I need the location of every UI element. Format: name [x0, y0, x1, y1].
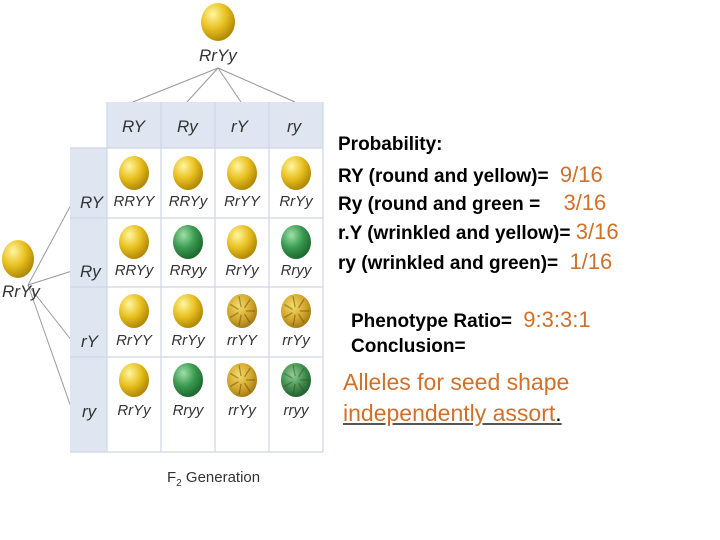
punnett-diagram [2, 3, 324, 453]
genotype-label: RRyy [169, 262, 207, 279]
parent-top-genotype: RrYy [199, 46, 237, 65]
seed-yellow-icon [119, 294, 149, 328]
gamete-top-3: rY [231, 117, 248, 136]
probability-row-ry-wrinkled-green: ry (wrinkled and green)= 1/16 [338, 249, 612, 275]
genotype-label: rrYY [227, 332, 257, 349]
seed-wrinkle-mark [229, 381, 239, 388]
seed-wrinkle-mark [283, 381, 293, 388]
gamete-left-1: RY [80, 193, 103, 212]
probability-row-ry-round-yellow: RY (round and yellow)= 9/16 [338, 162, 603, 188]
genotype-label: RrYY [116, 332, 152, 349]
genotype-label: RRYY [113, 193, 155, 210]
conclusion-text: Alleles for seed shape independently ass… [343, 367, 569, 429]
gamete-left-3: rY [81, 332, 98, 351]
genotype-label: rryy [283, 402, 309, 419]
grid-lines [70, 102, 324, 453]
conclusion-line-2-text: independently assort [343, 400, 556, 426]
gamete-left-4: ry [82, 402, 97, 421]
seed-wrinkled-yellow-icon [281, 294, 311, 328]
generation-suffix: Generation [181, 469, 261, 486]
genotype-label: rrYy [282, 332, 310, 349]
seed-wrinkle-mark [238, 314, 242, 326]
gamete-top-4: ry [287, 117, 302, 136]
parent-left-seed [2, 240, 34, 278]
gamete-header-col [70, 148, 107, 452]
seed-wrinkled-green-icon [281, 363, 311, 397]
probability-answer: 9/16 [559, 162, 603, 187]
probability-label: ry (wrinkled and green)= [338, 253, 559, 274]
genotype-label: RrYy [117, 402, 151, 419]
conclusion-period: . [555, 400, 562, 426]
probability-heading: Probability: [338, 134, 443, 155]
seed-wrinkle-mark [243, 313, 251, 324]
phenotype-ratio-answer: 9:3:3:1 [523, 307, 591, 332]
seed-wrinkled-yellow-icon [227, 363, 257, 397]
generation-label: F2 Generation [167, 469, 260, 489]
seed-wrinkle-mark [283, 372, 293, 379]
seed-wrinkle-mark [243, 367, 251, 378]
seed-wrinkle-mark [292, 365, 296, 377]
probability-answer: 1/16 [569, 249, 613, 274]
probability-label: RY (round and yellow)= [338, 166, 549, 187]
seed-wrinkle-mark [297, 367, 305, 378]
seed-wrinkle-mark [283, 303, 293, 310]
seed-wrinkle-mark [297, 313, 305, 324]
conclusion-line-2: independently assort. [343, 398, 569, 429]
seed-wrinkle-mark [238, 383, 242, 395]
seed-wrinkle-mark [292, 383, 296, 395]
probability-label: Ry (round and green = [338, 194, 541, 215]
generation-letter: F [167, 469, 177, 486]
seed-green-icon [281, 225, 311, 259]
genotype-label: rrYy [228, 402, 256, 419]
genotype-label: RrYY [224, 193, 260, 210]
gamete-top-2: Ry [177, 117, 198, 136]
genotype-label: RrYy [225, 262, 259, 279]
probability-row-ry-wrinkled-yellow: r.Y (wrinkled and yellow)= 3/16 [338, 219, 619, 245]
seed-wrinkle-mark [229, 312, 239, 319]
conclusion-line-1: Alleles for seed shape [343, 369, 570, 395]
seed-wrinkle-mark [292, 296, 296, 308]
seed-wrinkle-mark [297, 382, 305, 393]
seed-yellow-icon [173, 156, 203, 190]
parent-lines-top [132, 67, 296, 103]
seed-wrinkle-mark [229, 303, 239, 310]
parent-top-seed [201, 3, 235, 41]
seed-yellow-icon [227, 156, 257, 190]
seed-wrinkle-mark [292, 314, 296, 326]
genotype-label: Rryy [172, 402, 204, 419]
seed-green-icon [173, 363, 203, 397]
seed-yellow-icon [281, 156, 311, 190]
seed-wrinkle-mark [229, 372, 239, 379]
seed-wrinkle-mark [243, 298, 251, 309]
seed-green-icon [173, 225, 203, 259]
phenotype-ratio: Phenotype Ratio= 9:3:3:1 [351, 307, 591, 333]
probability-answer: 3/16 [563, 190, 607, 215]
genotype-label: RRYy [114, 262, 154, 279]
generation-subscript: 2 [176, 478, 182, 489]
parent-lines-left [27, 202, 73, 411]
genotype-label: Rryy [280, 262, 312, 279]
probability-row-ry-round-green: Ry (round and green = 3/16 [338, 190, 606, 216]
seed-wrinkle-mark [238, 296, 242, 308]
seed-wrinkle-mark [238, 365, 242, 377]
seed-yellow-icon [119, 225, 149, 259]
seed-yellow-icon [119, 156, 149, 190]
parent-left-genotype: RrYy [2, 282, 40, 301]
seed-yellow-icon [119, 363, 149, 397]
gamete-left-2: Ry [80, 262, 101, 281]
seed-wrinkled-yellow-icon [227, 294, 257, 328]
seed-wrinkle-mark [243, 382, 251, 393]
seed-yellow-icon [227, 225, 257, 259]
seed-wrinkle-mark [283, 312, 293, 319]
probability-answer: 3/16 [575, 219, 619, 244]
genotype-label: RRYy [168, 193, 208, 210]
probability-label: r.Y (wrinkled and yellow)= [338, 223, 571, 244]
gamete-top-1: RY [122, 117, 145, 136]
genotype-label: RrYy [279, 193, 313, 210]
conclusion-label: Conclusion= [351, 336, 466, 357]
genotype-label: RrYy [171, 332, 205, 349]
seed-wrinkle-mark [297, 298, 305, 309]
phenotype-ratio-label: Phenotype Ratio= [351, 311, 512, 332]
seed-yellow-icon [173, 294, 203, 328]
